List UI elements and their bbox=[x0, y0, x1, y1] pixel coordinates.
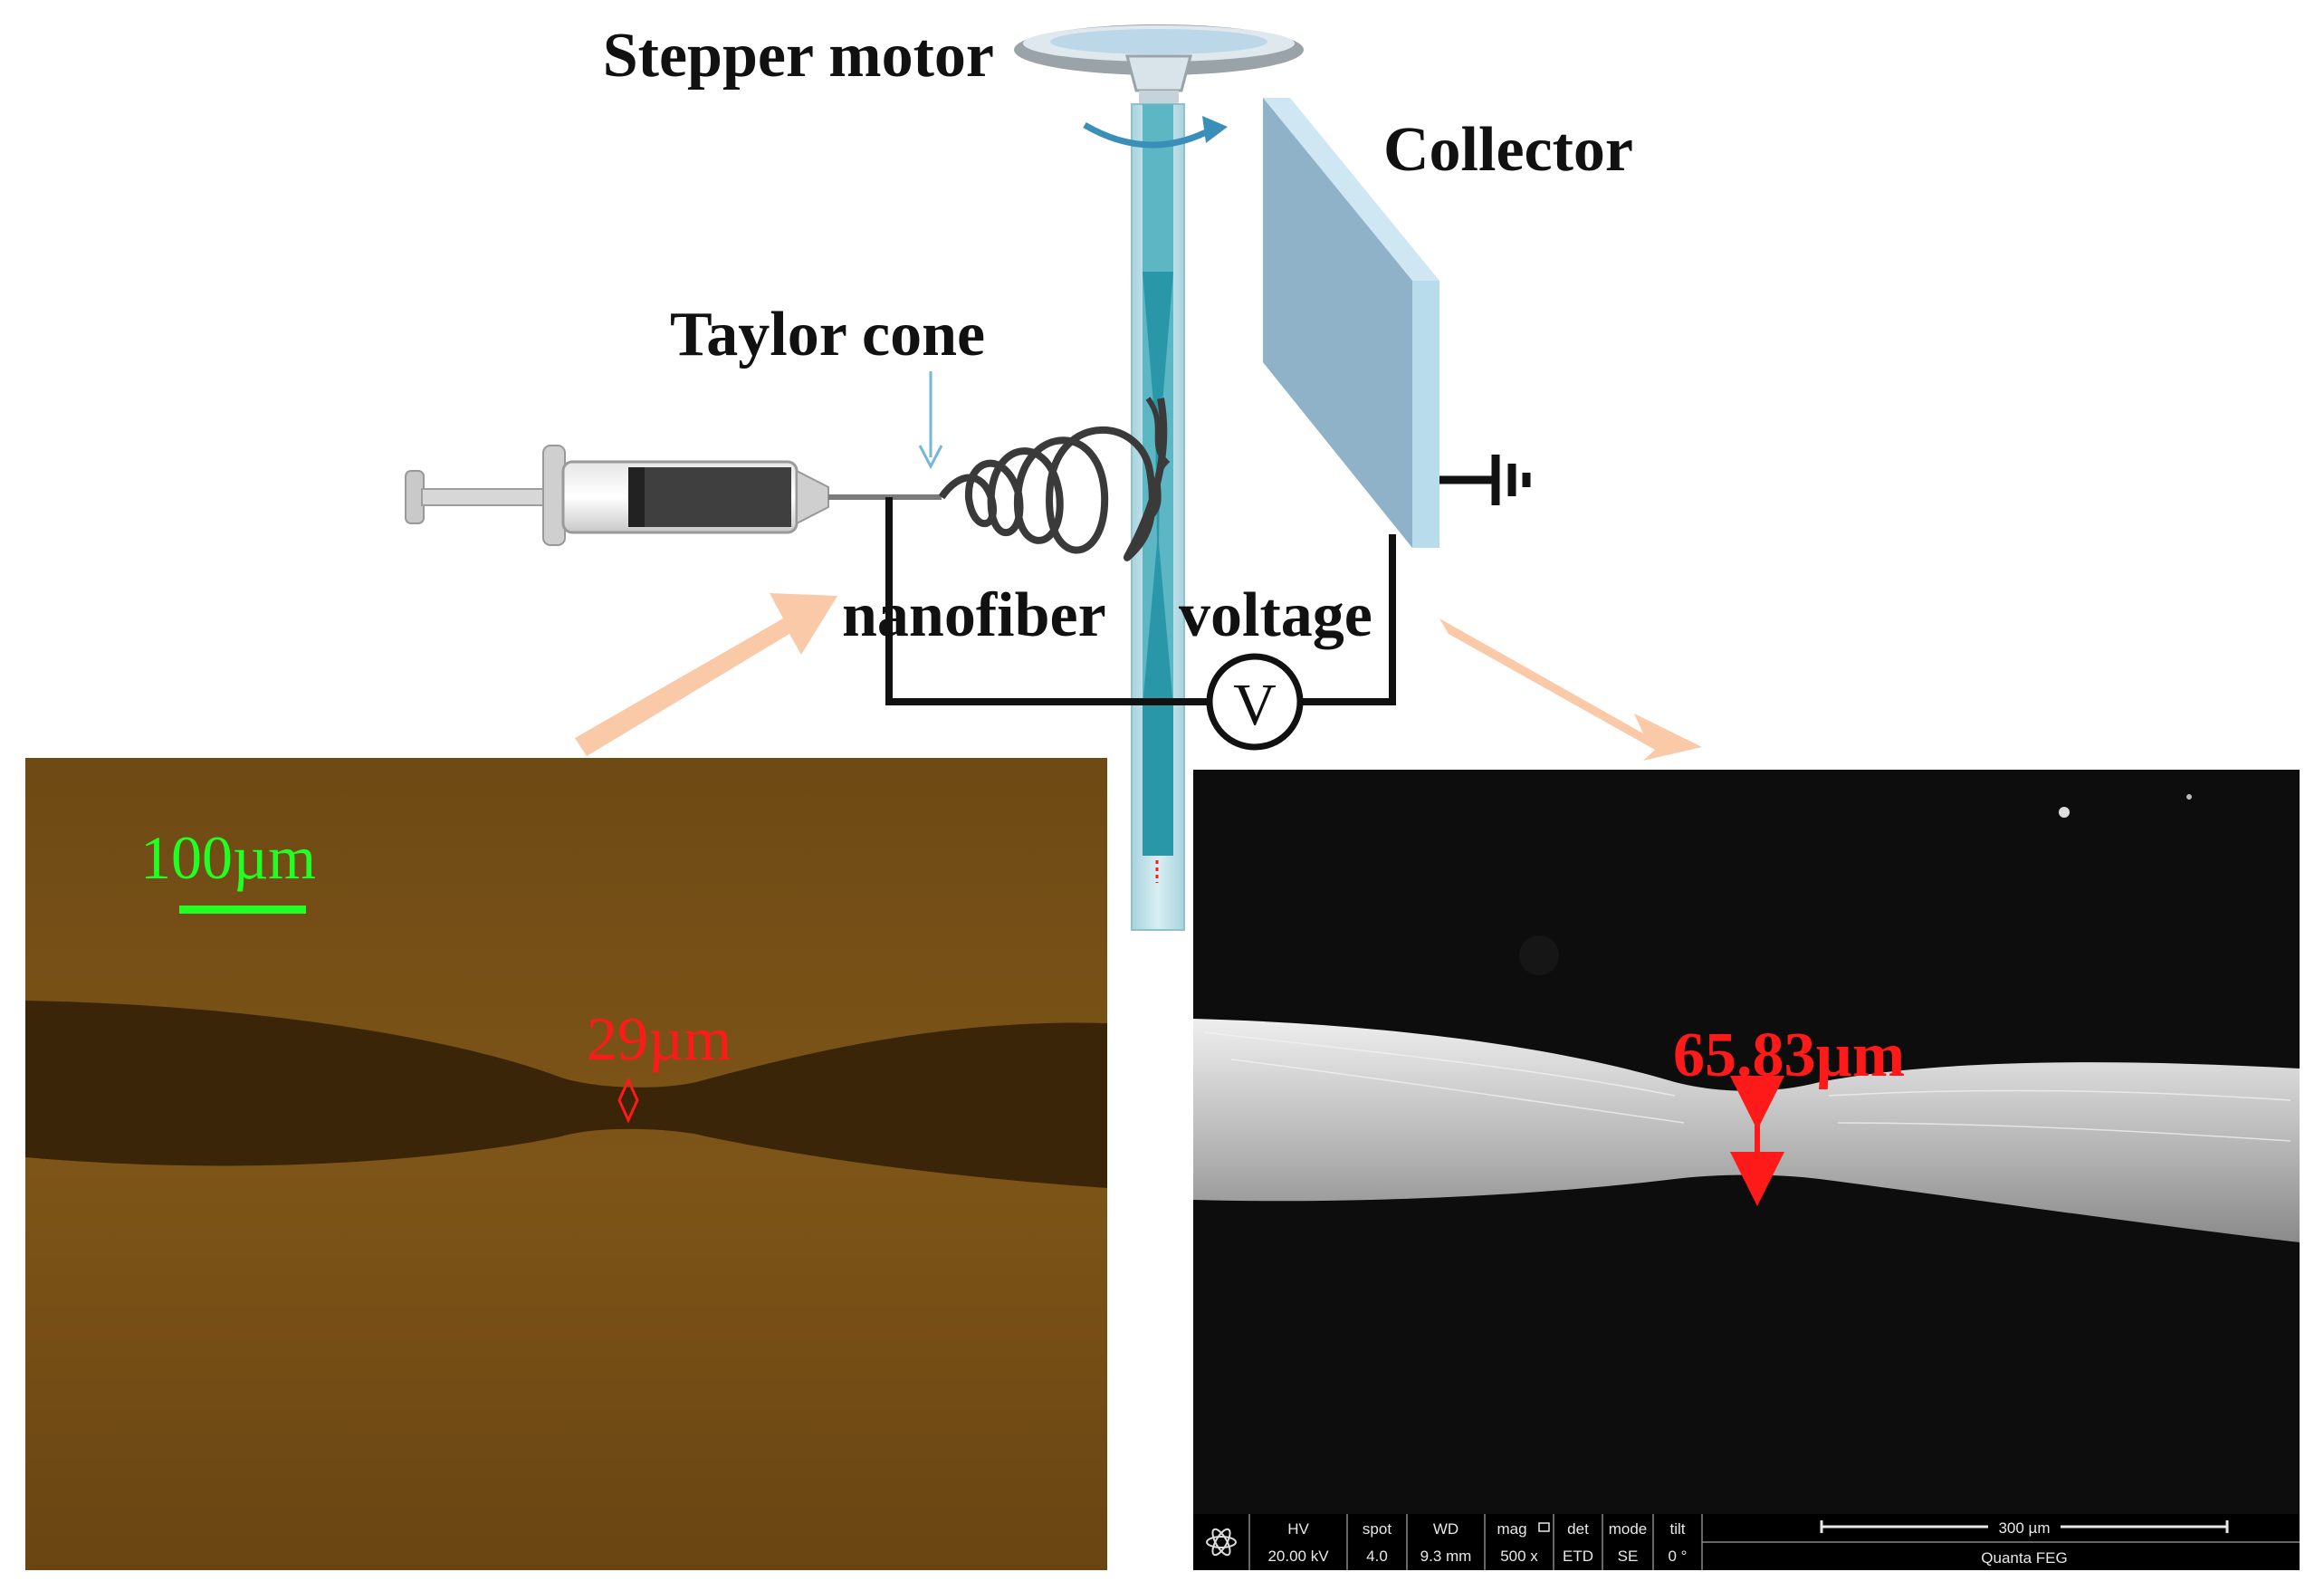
ground-icon bbox=[1439, 455, 1531, 505]
sem-scale-label: 300 µm bbox=[1998, 1519, 2050, 1537]
vertical-rod bbox=[1083, 103, 1228, 931]
arrow-right bbox=[1439, 618, 1702, 761]
voltage-label: voltage bbox=[1179, 580, 1372, 650]
sem-hv-label: HV bbox=[1287, 1520, 1309, 1538]
voltmeter-icon: V bbox=[1206, 653, 1304, 751]
sem-spot-value: 4.0 bbox=[1366, 1548, 1388, 1565]
sem-measurement-label: 65.83µm bbox=[1673, 1021, 1905, 1090]
syringe-icon bbox=[405, 445, 942, 546]
collector-label: Collector bbox=[1383, 115, 1633, 185]
stepper-motor-label: Stepper motor bbox=[603, 21, 994, 91]
sem-tilt-value: 0 ° bbox=[1669, 1548, 1688, 1565]
sem-det-value: ETD bbox=[1563, 1548, 1593, 1565]
twisted-fiber bbox=[1143, 272, 1173, 856]
taylor-cone-label: Taylor cone bbox=[670, 300, 985, 369]
sem-mag-value: 500 x bbox=[1500, 1548, 1538, 1565]
sem-wd-label: WD bbox=[1433, 1520, 1458, 1538]
sem-mode-value: SE bbox=[1618, 1548, 1639, 1565]
stepper-motor bbox=[1014, 24, 1304, 105]
atom-icon bbox=[1206, 1528, 1237, 1557]
sem-micrograph: 65.83µm HV 20.00 k bbox=[1193, 770, 2300, 1570]
sem-instrument: Quanta FEG bbox=[1981, 1549, 2067, 1567]
sem-wd-value: 9.3 mm bbox=[1420, 1548, 1472, 1565]
sem-spot-label: spot bbox=[1363, 1520, 1392, 1538]
motor-hub bbox=[1125, 54, 1192, 92]
optical-micrograph: 100µm 29µm bbox=[25, 758, 1107, 1570]
collector-plate bbox=[1263, 98, 1439, 548]
sem-tilt-label: tilt bbox=[1670, 1520, 1686, 1538]
sem-mode-label: mode bbox=[1609, 1520, 1648, 1538]
sem-det-label: det bbox=[1567, 1520, 1589, 1538]
sem-scale-bar: 300 µm bbox=[1820, 1518, 2229, 1537]
arrow-left bbox=[575, 593, 837, 756]
circuit-wires bbox=[885, 497, 1396, 705]
sem-info-bar: HV 20.00 kV spot 4.0 WD 9.3 mm mag 500 x… bbox=[1193, 1514, 2300, 1570]
fiber-shadow bbox=[25, 1001, 1107, 1188]
sem-mag-label: mag bbox=[1497, 1520, 1526, 1538]
optical-measurement-label: 29µm bbox=[587, 1004, 732, 1073]
nanofiber-label: nanofiber bbox=[842, 580, 1106, 650]
optical-scale-label: 100µm bbox=[140, 823, 316, 892]
sem-hv-value: 20.00 kV bbox=[1267, 1548, 1329, 1565]
voltmeter-label: V bbox=[1233, 672, 1277, 738]
optical-measure-arrow bbox=[617, 1077, 639, 1124]
whipping-jet bbox=[938, 397, 1171, 561]
rotation-arrow bbox=[1083, 121, 1215, 149]
